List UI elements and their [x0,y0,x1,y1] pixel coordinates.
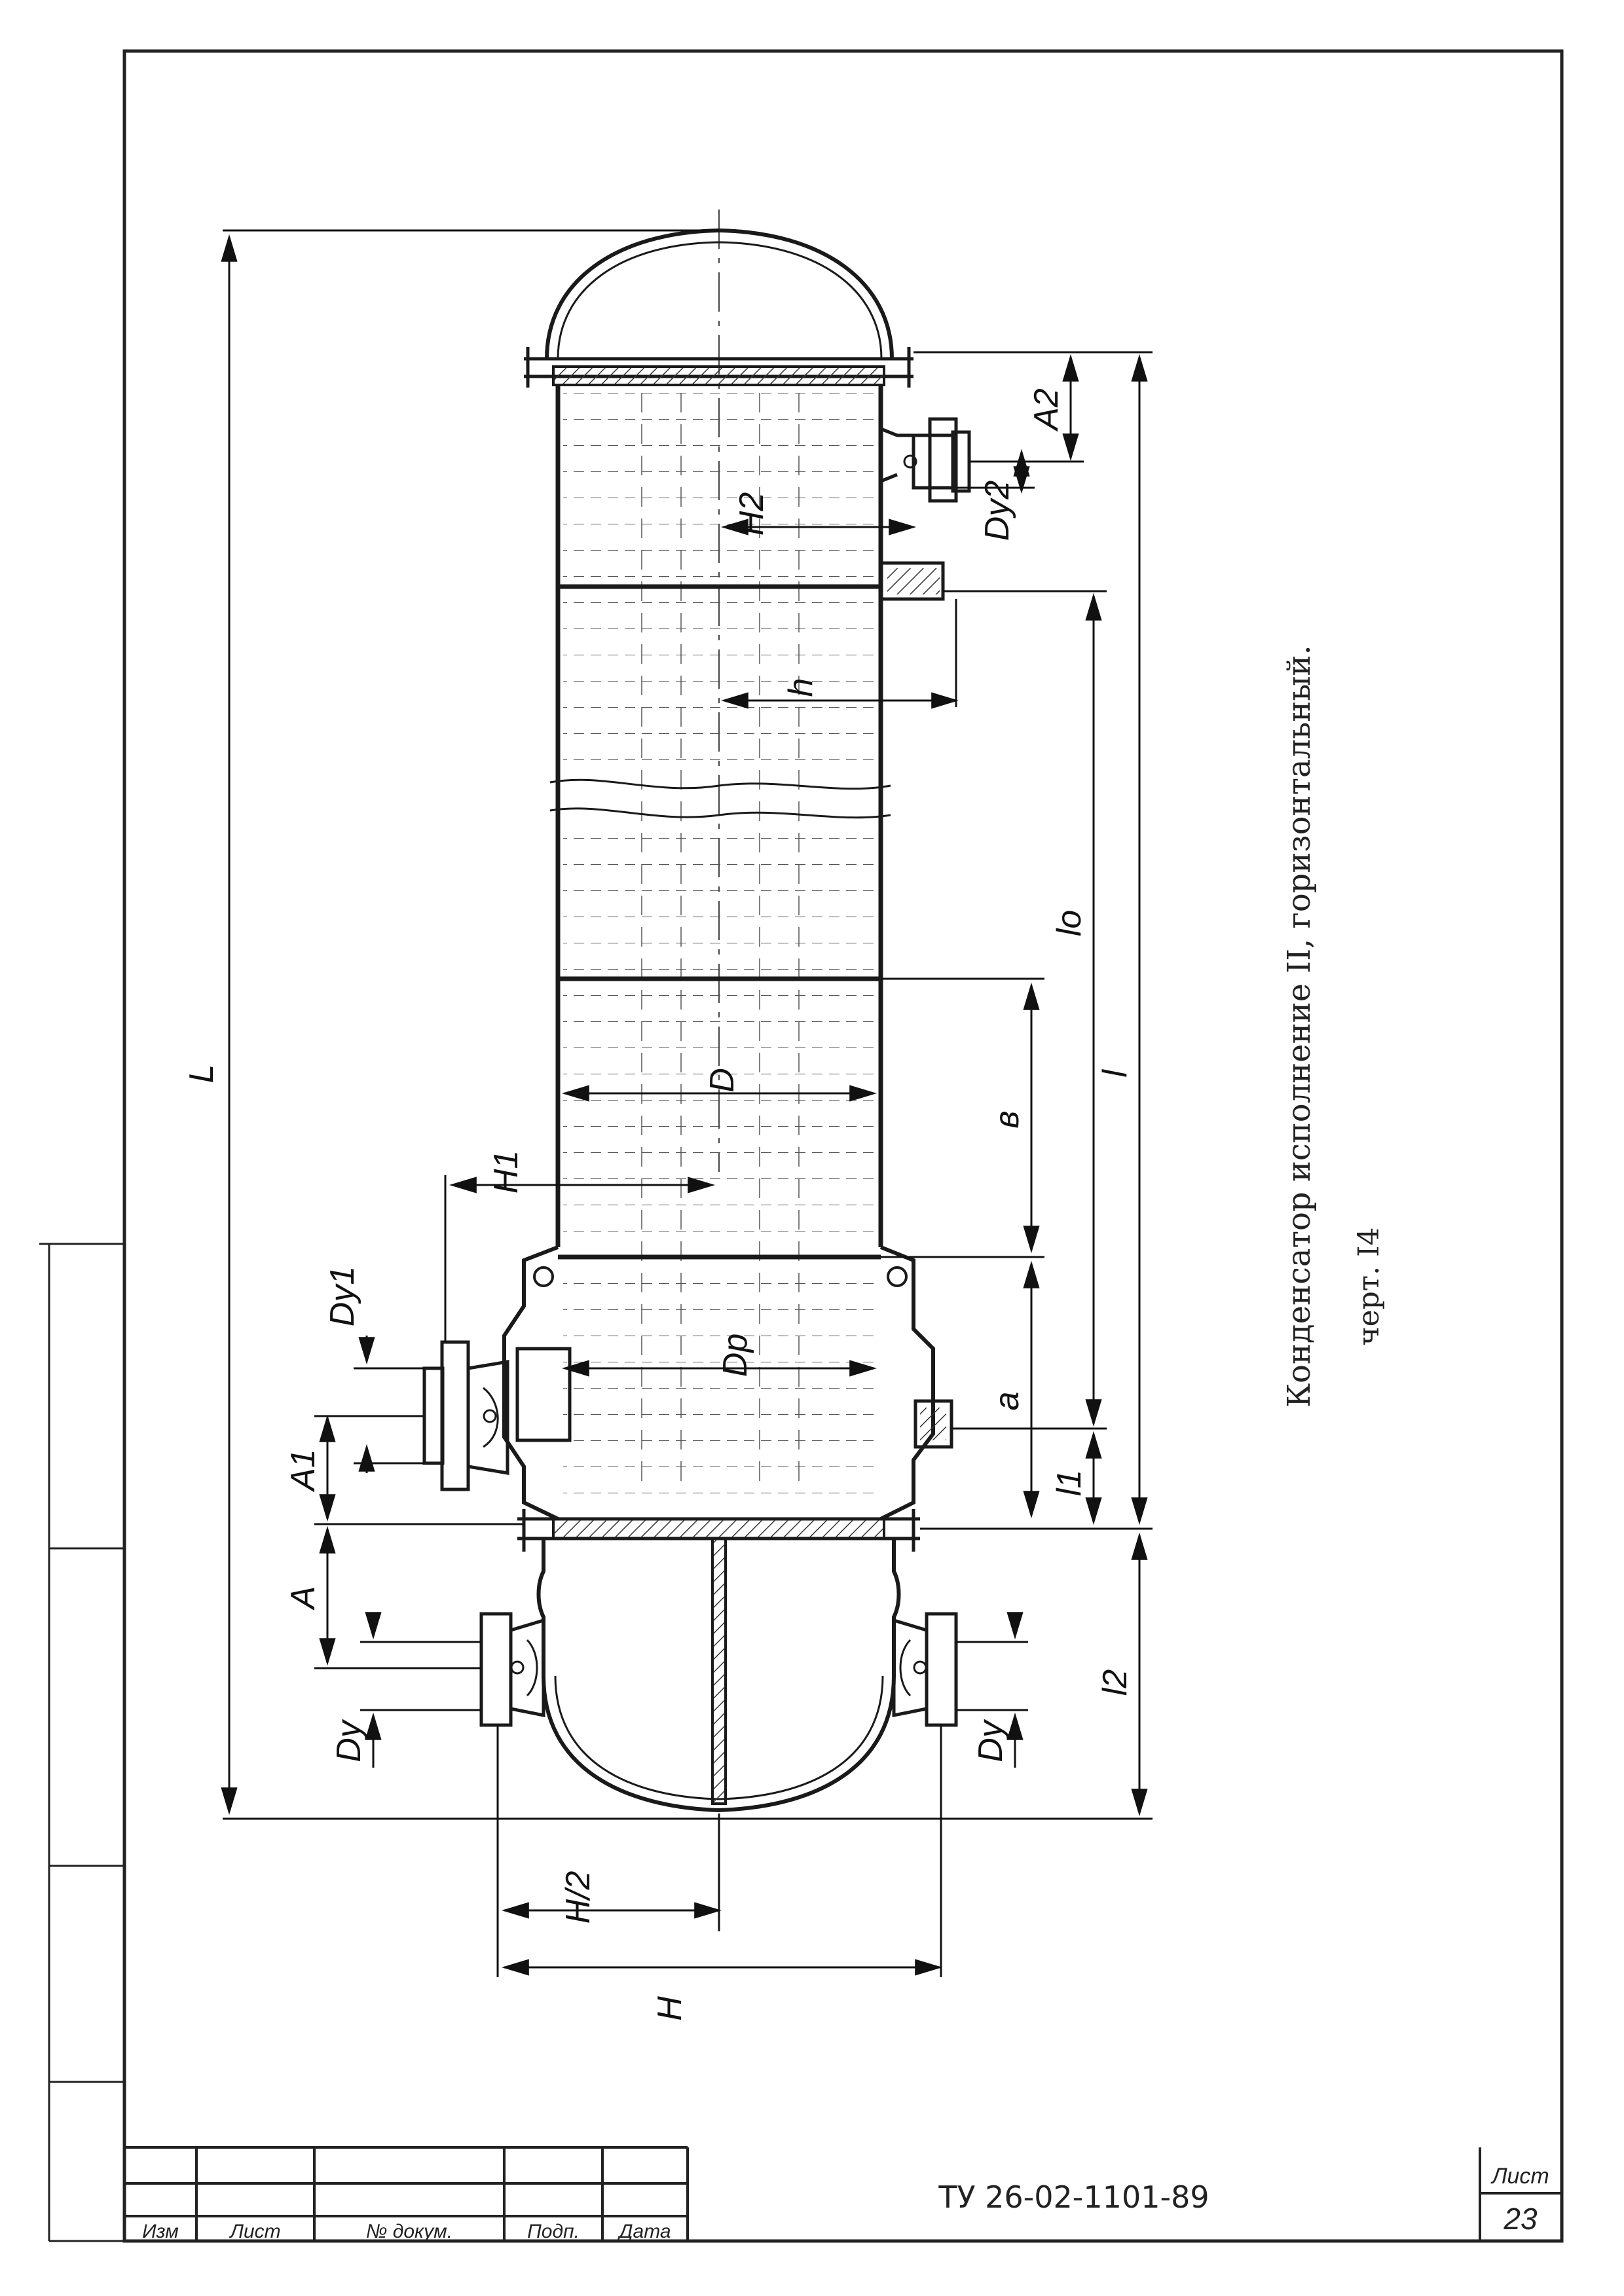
dim-H-half: H/2 [559,1870,597,1923]
dim-H2: H2 [733,492,771,536]
dim-a: a [988,1392,1026,1411]
dim-D: D [703,1068,741,1093]
dim-Dy1: Dy1 [323,1266,361,1326]
dim-H: H [651,1996,689,2021]
dim-h: h [782,678,820,697]
caption-sub: черт. I4 [1352,1228,1386,1346]
dim-A1: A1 [284,1449,322,1493]
col-izm: Изм [142,2221,179,2242]
sheet-frame [39,49,1564,2243]
dim-A: A [284,1586,322,1611]
dimension-labels: L l lo l1 l2 A2 Dy2 в a A1 A Dy1 Dy Dy H… [183,388,1134,2021]
doc-code: ТУ 26-02-1101-89 [938,2179,1209,2215]
dim-lo: lo [1050,910,1088,936]
dim-l2: l2 [1096,1669,1134,1696]
dim-Dy2: Dy2 [978,481,1016,541]
title-block [124,2146,1562,2241]
title-block-text: ТУ 26-02-1101-89 Лист 23 Изм Лист № доку… [142,2164,1549,2242]
drawing-caption: Конденсатор исполнение II, горизонтальны… [1281,645,1386,1408]
col-date: Дата [617,2221,671,2242]
sheet-label: Лист [1490,2164,1549,2189]
dim-A2: A2 [1027,388,1065,432]
dim-Dy-right: Dy [972,1719,1010,1762]
dim-H1: H1 [487,1150,525,1194]
dim-b: в [988,1110,1026,1128]
col-sign: Подп. [527,2221,580,2242]
dim-l1: l1 [1050,1470,1088,1496]
dim-L-total: L [183,1065,221,1084]
condenser-vessel [422,210,971,1813]
sheet-number: 23 [1503,2202,1538,2236]
dim-Dy-left: Dy [330,1719,368,1762]
caption-main: Конденсатор исполнение II, горизонтальны… [1281,645,1318,1408]
col-list: Лист [229,2221,280,2242]
col-doc: № докум. [366,2221,452,2242]
dim-l: l [1096,1069,1134,1078]
dim-Dp: Dр [716,1334,754,1377]
dimension-lines [221,229,1153,1977]
